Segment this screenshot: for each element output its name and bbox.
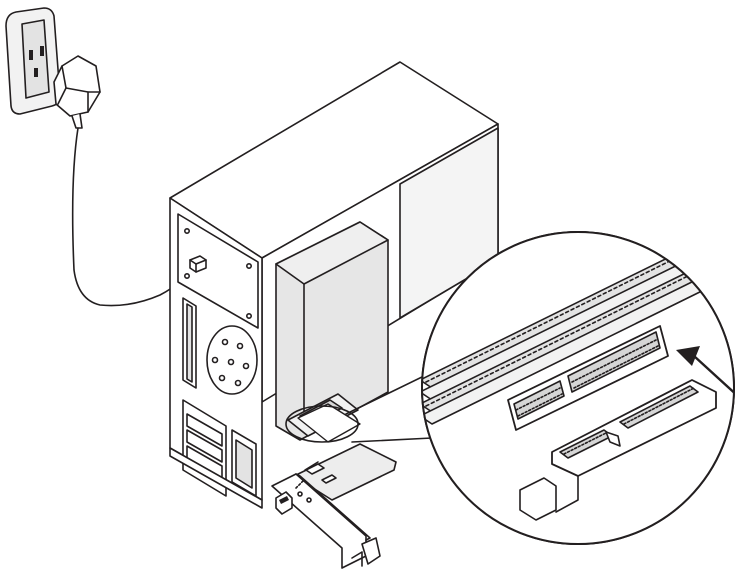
pcie-slot-zoom xyxy=(420,230,740,550)
power-adapter xyxy=(54,56,100,128)
outlet-slot-earth xyxy=(34,68,38,77)
card-edge-connector xyxy=(520,380,716,520)
zoom-callout xyxy=(286,376,432,442)
ethernet-port-icon xyxy=(190,256,206,272)
pcie-slot-long-1 xyxy=(422,242,712,400)
pc-tower xyxy=(170,62,498,508)
insert-arrow-icon xyxy=(676,346,740,398)
pcie-x1-slot xyxy=(508,326,668,430)
wall-outlet xyxy=(6,8,60,114)
outlet-slot-left xyxy=(29,50,33,60)
card-ethernet-port-icon xyxy=(276,492,292,514)
outlet-slot-right xyxy=(40,46,44,56)
pcie-slot-long-2 xyxy=(422,266,712,424)
fan-grille xyxy=(207,326,257,394)
card-led-icon xyxy=(298,492,302,496)
pcie-card xyxy=(272,444,396,568)
